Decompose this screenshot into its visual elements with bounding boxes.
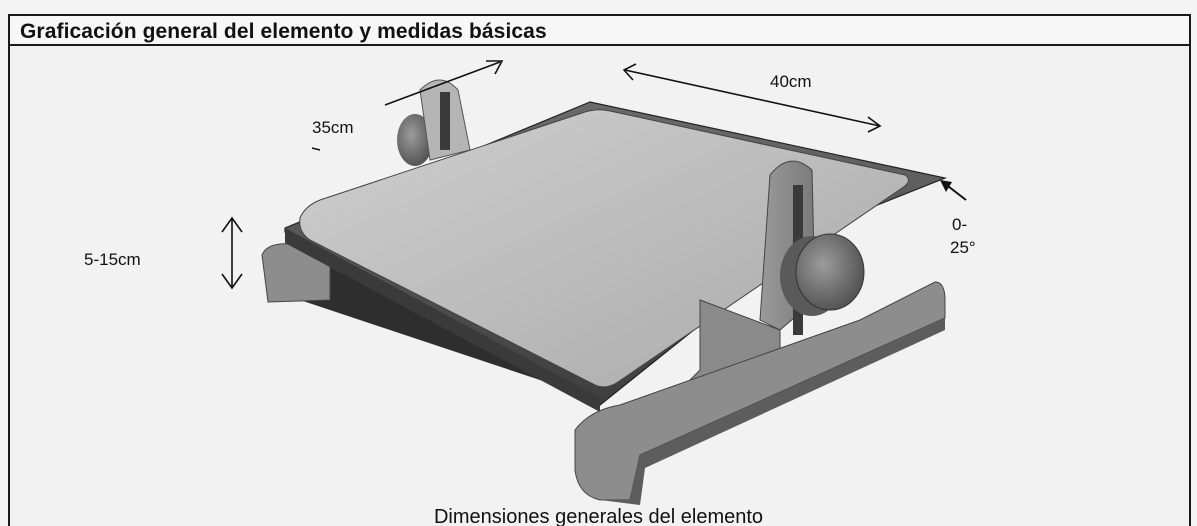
base-left-leg <box>261 243 331 303</box>
adjustment-knob <box>780 233 865 316</box>
width-label: 40cm <box>770 72 812 91</box>
width-arrow-head-left <box>622 63 637 81</box>
depth-tick <box>311 147 321 151</box>
height-label: 5-15cm <box>84 250 141 269</box>
angle-arrow <box>940 180 967 201</box>
width-arrow <box>624 69 881 127</box>
platform-side <box>285 228 600 412</box>
platform-top <box>299 109 909 388</box>
section-header: Graficación general del elemento y medid… <box>10 16 1189 46</box>
rear-support <box>397 79 471 166</box>
depth-arrow-head <box>486 60 504 75</box>
figure-caption: Dimensiones generales del elemento <box>433 506 764 526</box>
angle-label-line1: 0- <box>952 215 968 234</box>
angle-label-line2: 25° <box>950 238 976 257</box>
base-front-shade <box>600 318 945 505</box>
height-arrow-head-top <box>221 216 243 233</box>
height-arrow-head-bottom <box>221 273 243 290</box>
depth-arrow <box>384 61 501 106</box>
depth-label: 35cm <box>312 118 354 137</box>
section-title: Graficación general del elemento y medid… <box>20 20 547 43</box>
width-arrow-head-right <box>867 116 882 133</box>
dimension-arrows <box>221 60 882 290</box>
base-front <box>574 281 946 501</box>
